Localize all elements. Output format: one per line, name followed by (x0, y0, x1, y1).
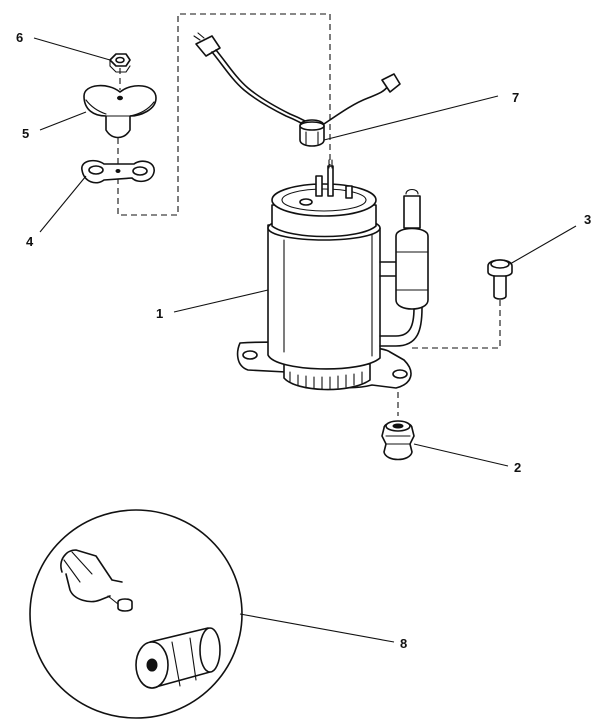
callout-3: 3 (584, 212, 591, 227)
leader-8 (239, 613, 395, 643)
grommet (381, 420, 415, 461)
strainer-screw (117, 598, 133, 612)
harness-wire-main (211, 51, 313, 131)
mount-hole-left (242, 350, 258, 360)
compressor-terminal-2 (327, 165, 334, 197)
callout-7: 7 (512, 90, 519, 105)
leader-3 (509, 225, 577, 265)
nut (109, 53, 131, 73)
gasket (81, 159, 155, 184)
compressor (236, 159, 429, 391)
harness-connector-left (195, 35, 221, 57)
leader-lines (33, 37, 577, 643)
compressor-terminal-3 (345, 185, 353, 199)
dashed-assembly-frame (117, 13, 501, 416)
callout-5: 5 (22, 126, 29, 141)
leader-5 (39, 111, 87, 131)
callout-4: 4 (26, 234, 34, 249)
terminal-cover (83, 84, 157, 139)
harness-wire-branch (317, 85, 389, 129)
callout-labels: 6 5 4 7 3 1 2 8 (16, 30, 591, 651)
callout-8: 8 (400, 636, 407, 651)
leader-2 (413, 443, 509, 467)
compressor-terminal-1 (315, 175, 323, 197)
cover-alignment-line (117, 68, 121, 164)
leader-6 (33, 37, 111, 61)
harness-connector-right (381, 73, 401, 93)
strainer-clip (60, 549, 123, 603)
leader-7 (323, 95, 499, 141)
strainer-detail-circle (29, 509, 243, 719)
compressor-accumulator (395, 227, 429, 310)
mount-hole-right (392, 369, 408, 379)
callout-6: 6 (16, 30, 23, 45)
leader-1 (173, 289, 269, 313)
compressor-shell (267, 224, 381, 370)
compressor-discharge-tube (379, 261, 397, 277)
leader-4 (39, 175, 87, 233)
callout-2: 2 (514, 460, 521, 475)
callout-1: 1 (156, 306, 163, 321)
bolt (487, 259, 513, 300)
